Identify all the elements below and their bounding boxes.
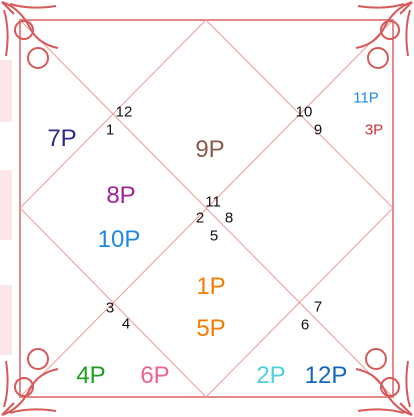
planet-label-7p: 7P <box>47 127 76 151</box>
planet-label-6p: 6P <box>140 364 169 388</box>
house-number-11: 11 <box>205 195 221 210</box>
left-tint-strip <box>0 285 12 355</box>
house-number-3: 3 <box>106 301 114 316</box>
house-number-8: 8 <box>225 211 233 226</box>
house-number-9: 9 <box>314 123 322 138</box>
corner-ornament-bottom-left <box>2 349 58 415</box>
house-number-6: 6 <box>301 318 309 333</box>
corner-ornament-bottom-right <box>356 349 412 415</box>
house-number-7: 7 <box>314 300 322 315</box>
planet-label-1p: 1P <box>196 275 225 299</box>
planet-label-2p: 2P <box>256 364 285 388</box>
planet-label-10p: 10P <box>98 228 141 252</box>
house-number-1: 1 <box>106 123 114 138</box>
planet-label-4p: 4P <box>76 364 105 388</box>
left-tint-strip <box>0 170 12 240</box>
house-number-12: 12 <box>116 105 133 120</box>
house-number-2: 2 <box>196 211 204 226</box>
planet-label-11p: 11P <box>353 91 379 106</box>
house-number-10: 10 <box>296 105 313 120</box>
left-tint-strip <box>0 60 12 122</box>
planet-label-12p: 12P <box>305 364 348 388</box>
planet-label-9p: 9P <box>195 138 224 162</box>
planet-label-8p: 8P <box>106 184 135 208</box>
house-number-4: 4 <box>122 317 130 332</box>
house-number-5: 5 <box>210 229 218 244</box>
corner-ornament-top-left <box>2 2 58 68</box>
planet-label-3p: 3P <box>365 123 383 138</box>
corner-ornament-top-right <box>356 2 412 68</box>
planet-label-5p: 5P <box>196 317 225 341</box>
